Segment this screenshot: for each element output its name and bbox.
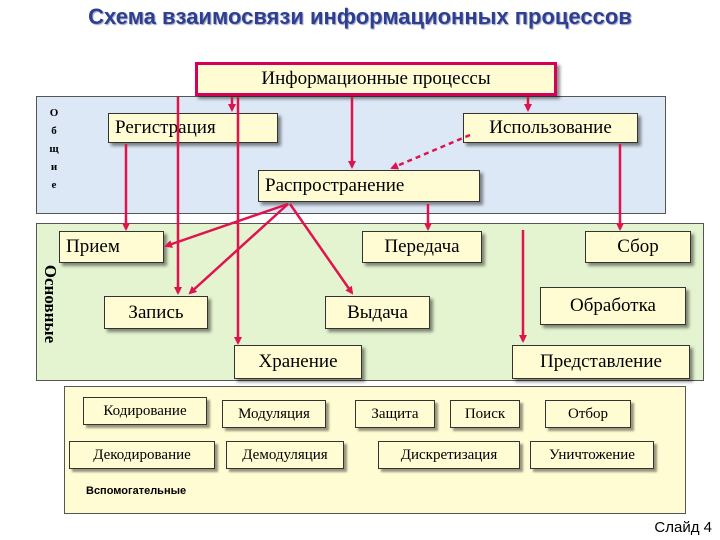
decoding-box: Декодирование: [69, 441, 215, 469]
arrow-distribution-to-issuance: [288, 203, 354, 295]
reception-box: Прием: [59, 231, 164, 263]
storage-box: Хранение: [234, 345, 362, 379]
slide-number: Слайд 4: [654, 519, 712, 536]
auxiliary-label: Вспомогательные: [86, 485, 187, 497]
arrow-distribution-to-recording: [188, 203, 289, 295]
registration-box: Регистрация: [108, 113, 278, 143]
transmission-box: Передача: [362, 231, 482, 263]
selection-box: Отбор: [545, 400, 631, 428]
processing-box: Обработка: [540, 287, 686, 325]
presentation-box: Представление: [512, 345, 690, 379]
usage-box: Использование: [463, 113, 638, 143]
encoding-box: Кодирование: [83, 397, 207, 425]
issuance-box: Выдача: [325, 296, 430, 329]
destruction-box: Уничтожение: [530, 441, 654, 469]
information-processes-box: Информационные процессы: [195, 62, 557, 96]
demodulation-box: Демодуляция: [226, 441, 344, 469]
arrow-usage-to-distribution: [390, 133, 471, 170]
recording-box: Запись: [104, 296, 208, 329]
search-box: Поиск: [450, 400, 520, 428]
collection-box: Сбор: [585, 231, 691, 263]
distribution-box: Распространение: [258, 170, 480, 202]
discretization-box: Дискретизация: [378, 441, 520, 469]
arrow-distribution-to-reception: [164, 202, 289, 248]
protection-box: Защита: [355, 400, 435, 428]
modulation-box: Модуляция: [222, 400, 326, 428]
common-side-label: О б щ и е: [49, 107, 59, 191]
page-title: Схема взаимосвязи информационных процесс…: [88, 4, 632, 29]
